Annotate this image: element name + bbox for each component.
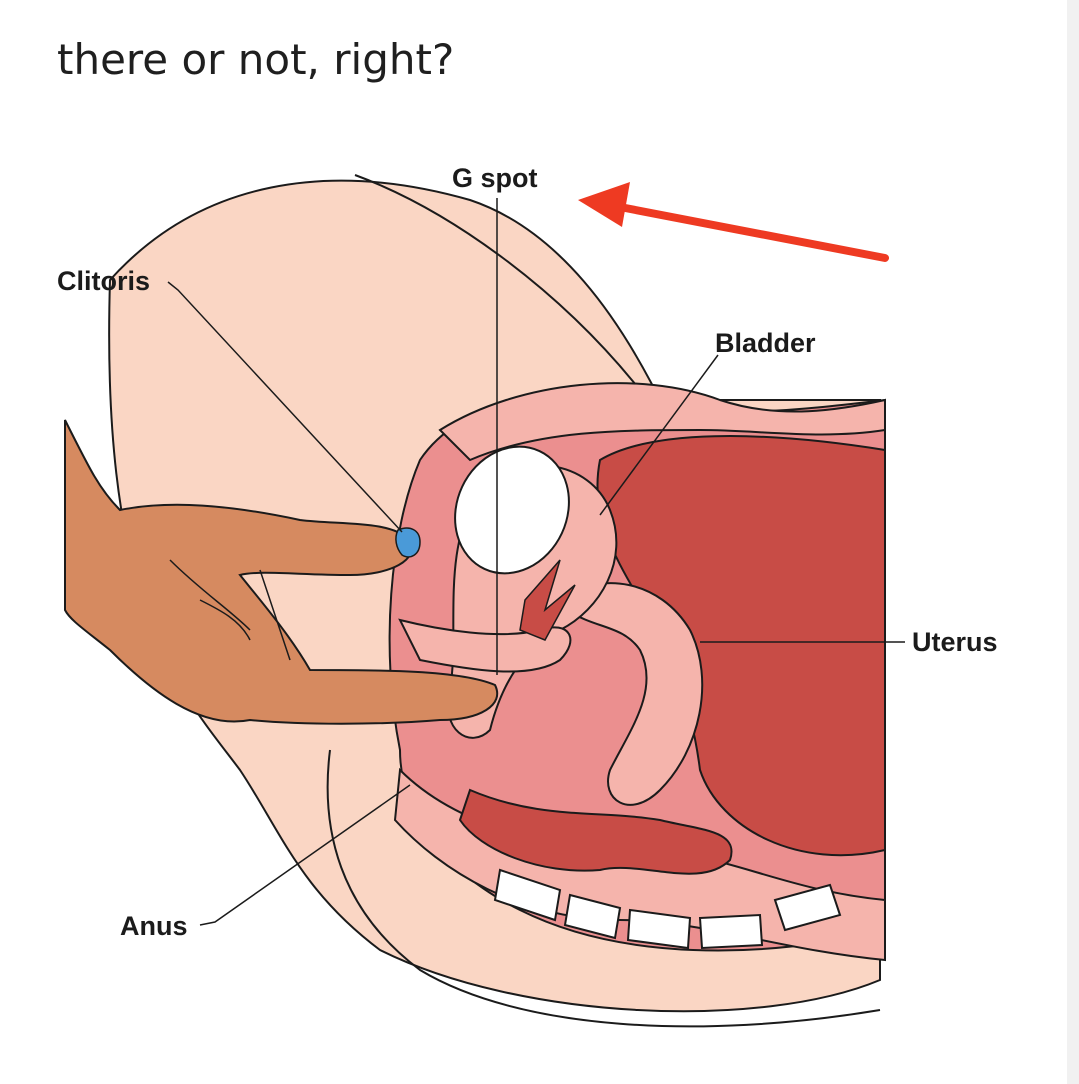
uterus-body [596, 435, 886, 857]
post-caption: there or not, right? [57, 35, 455, 84]
label-g-spot: G spot [452, 163, 538, 193]
pubic-bone [454, 445, 570, 575]
label-uterus: Uterus [912, 627, 998, 657]
rectum-lumen [458, 788, 733, 875]
anatomy-illustration: G spot Clitoris Bladder Uterus Anus [0, 130, 1060, 1060]
uterus-fold [558, 582, 704, 806]
hand [64, 419, 498, 725]
scrollbar[interactable] [1067, 0, 1079, 1084]
cervix-detail [519, 559, 576, 641]
anatomy-diagram: G spot Clitoris Bladder Uterus Anus [57, 163, 998, 1028]
thigh-outline [326, 749, 881, 1028]
clitoris-marker [395, 527, 421, 558]
label-anus: Anus [120, 911, 188, 941]
spine [493, 868, 842, 950]
hand-knuckles [169, 559, 291, 661]
label-bladder: Bladder [715, 328, 816, 358]
leader-lines [167, 198, 905, 926]
red-arrow [578, 182, 889, 262]
label-clitoris: Clitoris [57, 266, 150, 296]
abdomen-layer [438, 382, 886, 462]
thigh-crease [354, 174, 641, 391]
